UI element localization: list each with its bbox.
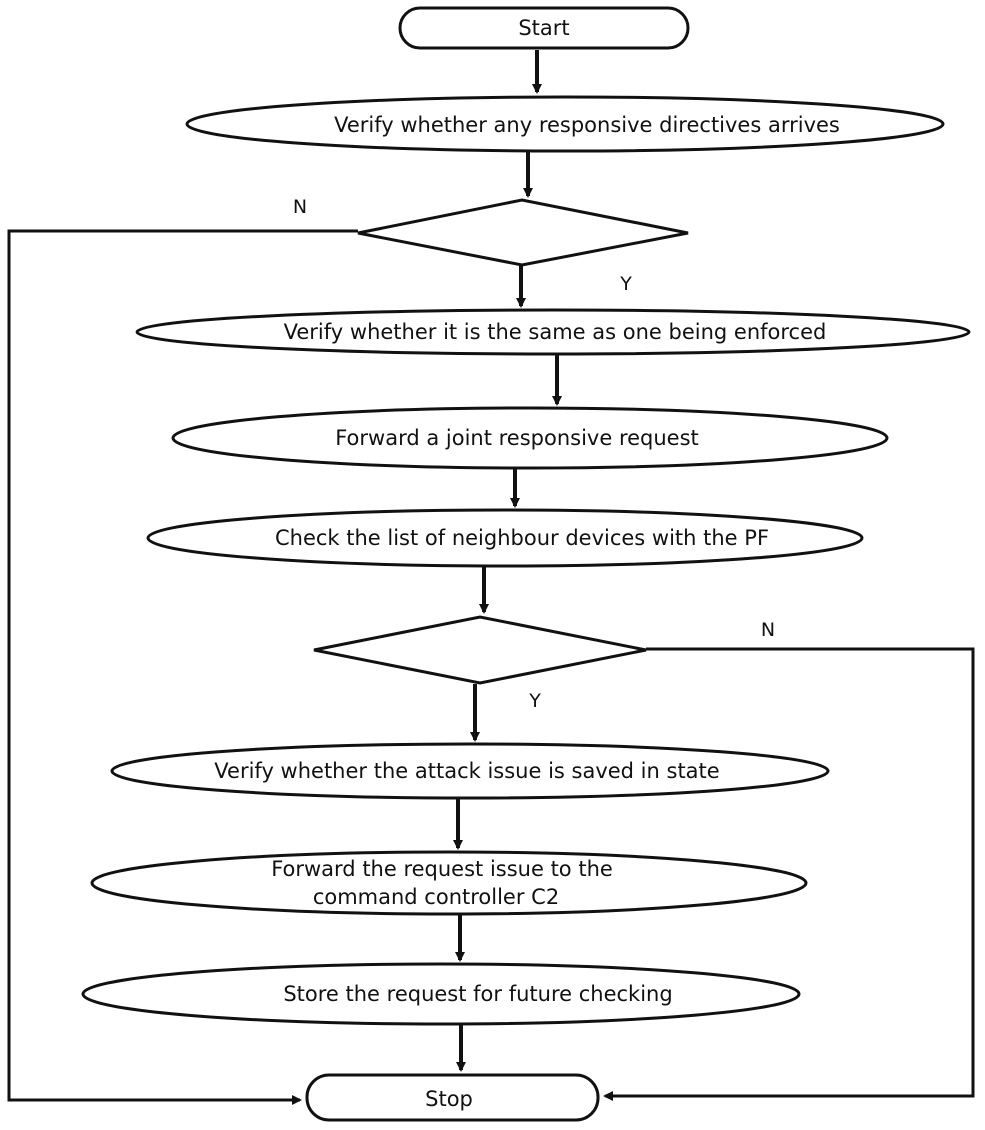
start-terminal (398, 6, 690, 50)
verify-attack-label: Verify whether the attack issue is saved… (214, 759, 719, 783)
arrow-decision2-no (603, 647, 975, 1101)
store-request-node (81, 962, 801, 1026)
decision1-no-label: N (293, 196, 307, 218)
decision2-no-label: N (761, 619, 775, 641)
verify-directives-label: Verify whether any responsive directives… (334, 113, 840, 137)
forward-joint-label: Forward a joint responsive request (335, 426, 699, 450)
start-label: Start (518, 16, 569, 40)
forward-joint-node (171, 406, 889, 470)
store-request-label: Store the request for future checking (283, 982, 672, 1006)
forward-request-label-line2: command controller C2 (313, 885, 559, 909)
decision-2 (313, 615, 647, 685)
decision1-yes-label: Y (619, 273, 632, 295)
check-neighbours-node (146, 508, 864, 568)
verify-directives-node (185, 95, 945, 153)
arrow-decision1-no (7, 229, 358, 1105)
check-neighbours-label: Check the list of neighbour devices with… (275, 526, 769, 550)
forward-request-node (90, 850, 808, 916)
verify-same-node (135, 308, 971, 356)
forward-request-label-line1: Forward the request issue to the (271, 857, 613, 881)
verify-attack-node (110, 742, 830, 800)
verify-same-label: Verify whether it is the same as one bei… (284, 320, 827, 344)
decision2-yes-label: Y (528, 690, 541, 712)
stop-terminal (305, 1073, 600, 1122)
stop-label: Stop (425, 1087, 473, 1111)
decision-1 (357, 198, 689, 267)
